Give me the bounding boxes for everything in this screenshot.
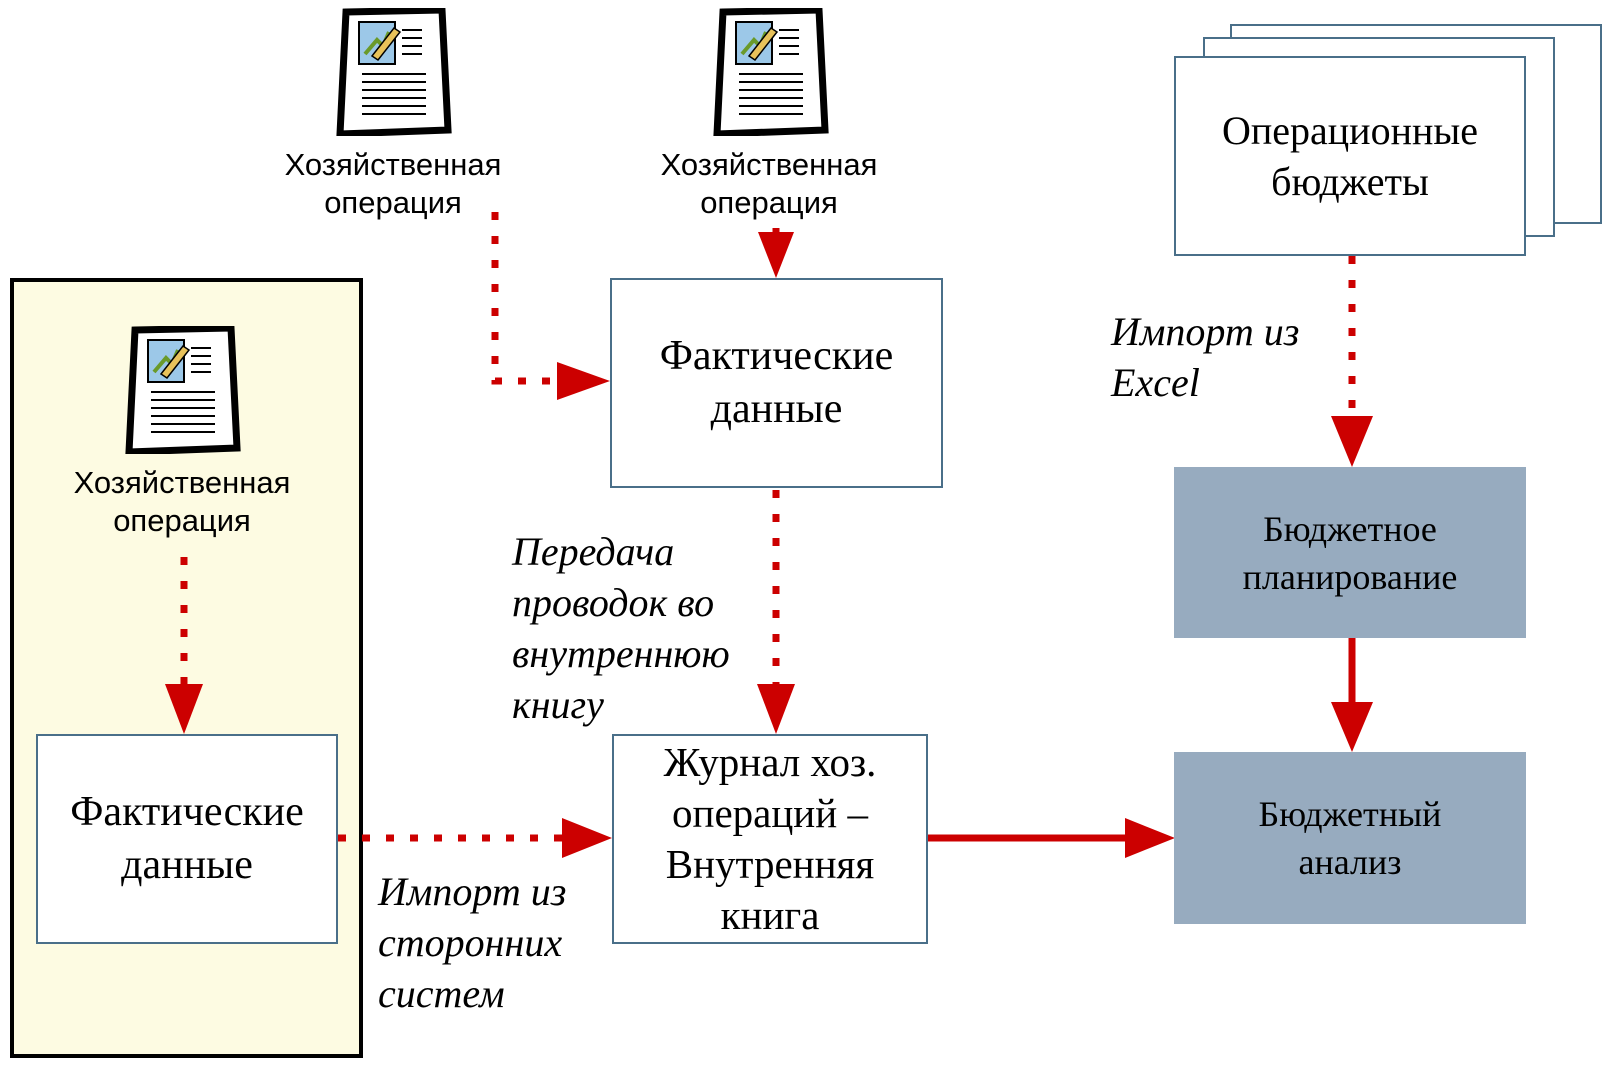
node-journal: Журнал хоз. операций – Внутренняя книга — [612, 734, 928, 944]
document-icon — [336, 8, 452, 136]
arrowhead-journal-top — [757, 684, 795, 734]
arrowhead-journal-left — [562, 818, 612, 858]
edge-label-import-excel: Импорт из Excel — [1111, 309, 1300, 405]
arrowhead-fact-top-top — [758, 232, 794, 278]
node-fact-left-label: Фактические данные — [70, 789, 304, 888]
operation-label: Хозяйственная операция — [73, 465, 291, 538]
node-budget-planning-label: Бюджетное планирование — [1242, 508, 1458, 597]
edge-label-transfer: Передача проводок во внутреннюю книгу — [512, 529, 730, 727]
node-fact-top-label: Фактические данные — [659, 333, 894, 432]
node-journal-label: Журнал хоз. операций – Внутренняя книга — [663, 739, 877, 938]
document-icon — [125, 326, 241, 454]
node-budget-analysis: Бюджетный анализ — [1174, 752, 1526, 924]
operation-label: Хозяйственная операция — [284, 147, 502, 220]
operation-label: Хозяйственная операция — [660, 147, 878, 220]
node-fact-top: Фактические данные — [610, 278, 943, 488]
node-budget-planning: Бюджетное планирование — [1174, 467, 1526, 638]
document-icon — [713, 8, 829, 136]
arrowhead-fact-top-left — [557, 362, 610, 400]
arrowhead-analysis-left — [1125, 818, 1175, 858]
node-op-budgets: Операционные бюджеты — [1174, 56, 1526, 256]
edge-label-import-external: Импорт из сторонних систем — [378, 869, 567, 1016]
edge-op1-to-fact-top — [491, 212, 557, 385]
node-fact-left: Фактические данные — [36, 734, 338, 944]
node-op-budgets-label: Операционные бюджеты — [1221, 108, 1479, 204]
arrowhead-planning-top — [1331, 416, 1373, 467]
arrowhead-fact-left-top — [165, 684, 203, 734]
node-budget-analysis-label: Бюджетный анализ — [1258, 794, 1442, 882]
arrowhead-analysis-top — [1331, 702, 1373, 752]
